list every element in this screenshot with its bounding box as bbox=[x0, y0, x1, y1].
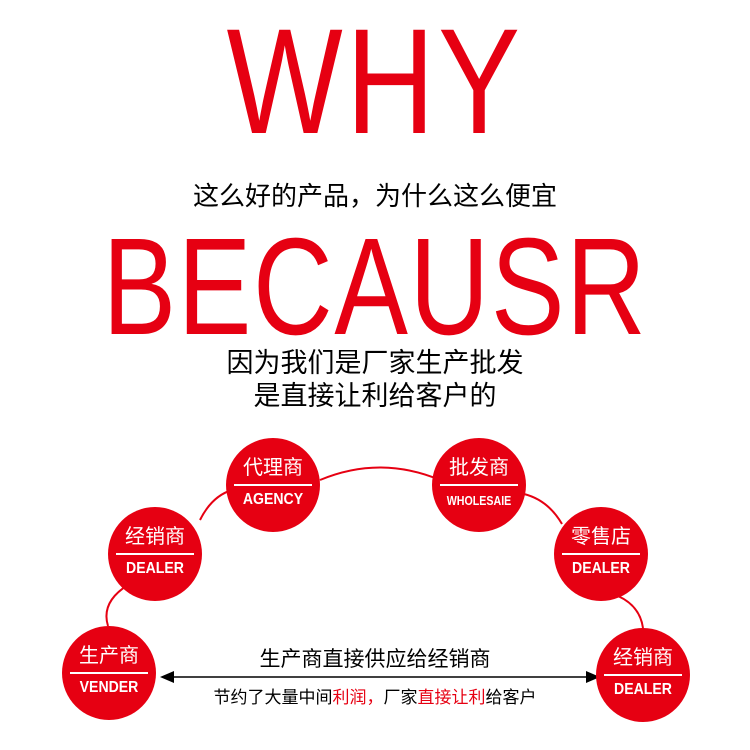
double-arrow bbox=[160, 671, 600, 683]
retail-en-label: DEALER bbox=[572, 560, 630, 577]
vender-node: 生产商 VENDER bbox=[62, 626, 156, 720]
caption-highlight-1: 利润， bbox=[332, 688, 384, 708]
divider bbox=[440, 484, 518, 486]
headline-because: BECAUSR bbox=[102, 210, 648, 364]
dealer-left-node: 经销商 DEALER bbox=[108, 507, 202, 601]
dealer-right-en-label: DEALER bbox=[614, 681, 672, 698]
question-text: 这么好的产品，为什么这么便宜 bbox=[192, 182, 557, 212]
arc-retail-to-dealer bbox=[617, 595, 644, 629]
wholesale-node: 批发商 WHOLESAIE bbox=[432, 438, 526, 532]
vender-en-label: VENDER bbox=[79, 679, 139, 696]
dealer-left-cn-label: 经销商 bbox=[125, 524, 185, 548]
caption-highlight-2: 直接让利 bbox=[417, 688, 486, 708]
wholesale-en-label: WHOLESAIE bbox=[446, 493, 512, 508]
divider bbox=[562, 553, 640, 555]
answer-line-2: 是直接让利给客户的 bbox=[253, 381, 497, 412]
agency-node: 代理商 AGENCY bbox=[226, 438, 320, 532]
dealer-left-en-label: DEALER bbox=[126, 560, 184, 577]
caption-part-3: 给客户 bbox=[485, 688, 537, 708]
vender-cn-label: 生产商 bbox=[79, 643, 139, 667]
agency-en-label: AGENCY bbox=[242, 491, 304, 508]
divider bbox=[234, 484, 312, 486]
divider bbox=[70, 672, 148, 674]
retail-node: 零售店 DEALER bbox=[554, 507, 648, 601]
dealer-right-cn-label: 经销商 bbox=[613, 645, 673, 669]
retail-cn-label: 零售店 bbox=[571, 524, 631, 548]
divider bbox=[604, 674, 682, 676]
caption-line-1: 生产商直接供应给经销商 bbox=[259, 647, 491, 671]
arc-wholesale-to-retail bbox=[523, 493, 563, 525]
headline-why: WHY bbox=[226, 0, 524, 165]
dealer-right-node: 经销商 DEALER bbox=[596, 628, 690, 722]
arc-agency-to-wholesale bbox=[319, 466, 441, 481]
wholesale-cn-label: 批发商 bbox=[449, 455, 509, 479]
agency-cn-label: 代理商 bbox=[243, 455, 303, 479]
caption-part-2: 厂家 bbox=[383, 688, 418, 708]
answer-line-1: 因为我们是厂家生产批发 bbox=[226, 348, 524, 379]
caption-part-1: 节约了大量中间 bbox=[213, 688, 333, 708]
divider bbox=[116, 553, 194, 555]
caption-line-2: 节约了大量中间利润，厂家直接让利给客户 bbox=[0, 690, 750, 707]
